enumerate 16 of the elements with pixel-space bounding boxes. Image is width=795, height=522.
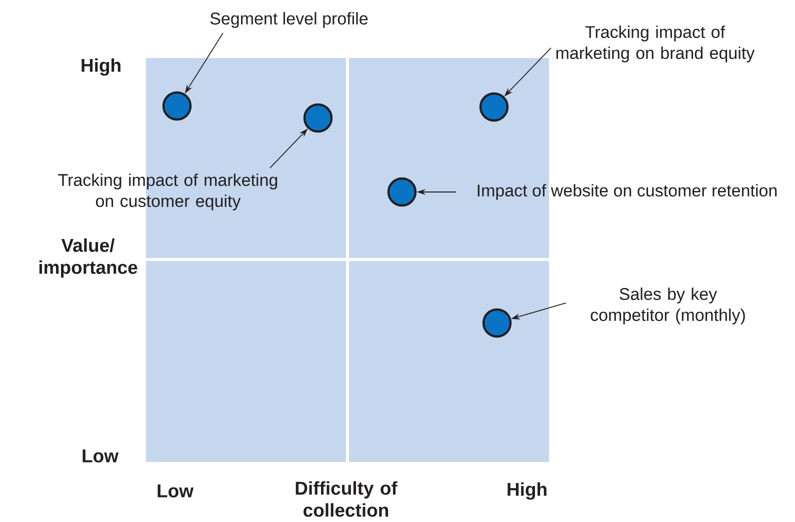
data-point — [479, 92, 509, 122]
callout-text: Impact of website on customer retention — [478, 184, 777, 200]
axis-label: High — [508, 482, 546, 500]
data-point — [162, 91, 192, 121]
callout-text: Tracking impact of marketing on brand equity — [556, 26, 755, 62]
axis-label: Low — [82, 450, 119, 462]
axis-label: Low — [158, 484, 194, 498]
data-point — [482, 308, 512, 338]
axis-label: High — [82, 58, 120, 76]
data-point — [387, 177, 417, 207]
axis-label: Difficulty of collection — [296, 481, 398, 517]
callout-text: Sales by key competitor (monthly) — [590, 288, 745, 324]
callout-text: Segment level profile — [210, 12, 368, 28]
callout-text: Tracking impact of marketing on customer equity — [58, 174, 278, 210]
data-point — [303, 103, 333, 133]
axis-label: Value/ importance — [39, 238, 138, 278]
